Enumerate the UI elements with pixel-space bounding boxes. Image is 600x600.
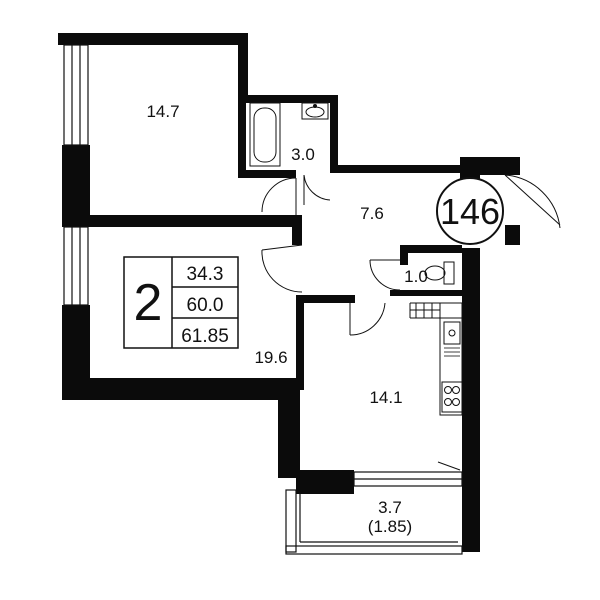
room-area-balcony-reduced: (1.85) [368, 517, 412, 536]
door-entrance [504, 174, 561, 226]
wall-balcony-right [462, 470, 480, 552]
total-area: 60.0 [187, 295, 224, 316]
room-area-living: 19.6 [254, 348, 287, 367]
wall-column [278, 388, 300, 478]
room-area-kitchen: 14.1 [369, 388, 402, 407]
wall-living-bottom [62, 378, 300, 400]
wall-kitchen-right [462, 248, 480, 480]
summary-box: 2 34.3 60.0 61.85 [123, 256, 239, 349]
door-balcony [437, 461, 461, 471]
kitchen-counter [409, 302, 463, 416]
wall-toilet-top [400, 245, 462, 253]
wall-partition-living-kitchen [300, 295, 355, 303]
window-bedroom [63, 44, 89, 146]
living-area: 34.3 [187, 264, 224, 285]
doors [261, 174, 561, 471]
room-area-toilet: 1.0 [404, 267, 428, 286]
stove-icon [441, 381, 463, 413]
wall-bath-right [330, 95, 338, 173]
door-living [261, 244, 303, 251]
total-area-with-balcony: 61.85 [181, 326, 229, 347]
wall-bath-left [238, 95, 246, 175]
walls [58, 33, 520, 552]
wall-hall-top [330, 165, 460, 173]
window-living [63, 226, 89, 306]
balcony-glazing-bottom [285, 545, 463, 555]
apartment-number: 146 [440, 191, 500, 232]
toilet-icon [424, 261, 455, 285]
balcony-glazing-left [285, 489, 297, 553]
wall-toilet-bottom [390, 290, 462, 296]
bathtub-icon [249, 102, 281, 167]
apartment-number-badge [436, 177, 504, 245]
room-area-bathroom: 3.0 [291, 145, 315, 164]
rooms-count: 2 [134, 274, 163, 332]
summary-frame [123, 256, 239, 349]
kitchen-sink-icon [443, 321, 461, 345]
wall-left-middle [62, 145, 90, 227]
wall-partition-bed-living [90, 215, 302, 227]
room-area-bedroom: 14.7 [146, 102, 179, 121]
room-area-balcony: 3.7 [378, 498, 402, 517]
kitchen-grid [444, 347, 460, 357]
wall-balcony-left-stub [296, 470, 354, 494]
wall-entrance-bottom [505, 225, 520, 245]
windows [63, 44, 463, 555]
room-area-hallway: 7.6 [360, 204, 384, 223]
wall-bedroom-top [62, 33, 248, 45]
sink-icon [301, 102, 329, 120]
wall-bath-top [238, 95, 338, 103]
